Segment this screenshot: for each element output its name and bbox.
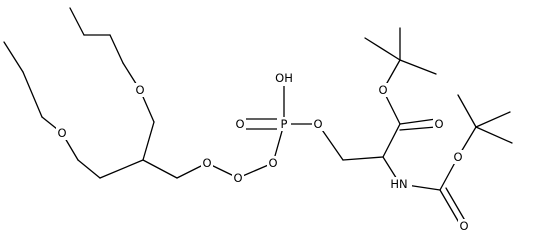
bond — [109, 34, 124, 64]
molecule-diagram: O O O O O P OH O O O O HN O O — [3, 7, 513, 233]
bond — [99, 159, 144, 179]
atom-o-peroxy-2: O — [233, 171, 242, 185]
bond — [69, 7, 85, 36]
bond — [342, 156, 384, 161]
bond — [364, 37, 401, 61]
bond — [399, 59, 437, 75]
atom-o-ether-lower: O — [57, 126, 66, 140]
bond — [22, 71, 43, 118]
atom-o-phosphoryl: O — [235, 117, 244, 131]
atom-hydroxyl: OH — [275, 71, 293, 85]
bond — [3, 41, 24, 73]
bond — [475, 126, 513, 144]
bond — [142, 159, 178, 179]
bond — [142, 121, 155, 161]
bond — [399, 118, 437, 125]
bond — [399, 126, 437, 131]
atom-o-ester: O — [378, 83, 387, 97]
atom-o-carbamate-carbonyl: O — [459, 219, 468, 233]
atom-o-peroxy-1: O — [202, 156, 211, 170]
atom-o-ester-carbonyl: O — [434, 117, 443, 131]
bond — [439, 189, 462, 227]
atom-o-carbamate: O — [453, 150, 462, 164]
bond — [382, 123, 401, 158]
bond — [457, 94, 477, 128]
bond — [475, 111, 511, 128]
atom-o-phosphate-ester: O — [313, 117, 322, 131]
bond — [445, 187, 468, 225]
atom-o-ether-upper: O — [135, 83, 144, 97]
atom-nh: HN — [390, 177, 407, 191]
atom-labels: O O O O O P OH O O O O HN O O — [56, 71, 470, 233]
atom-o-peroxy-3: O — [268, 156, 277, 170]
bond — [77, 159, 101, 179]
atom-phosphorus: P — [281, 117, 288, 131]
